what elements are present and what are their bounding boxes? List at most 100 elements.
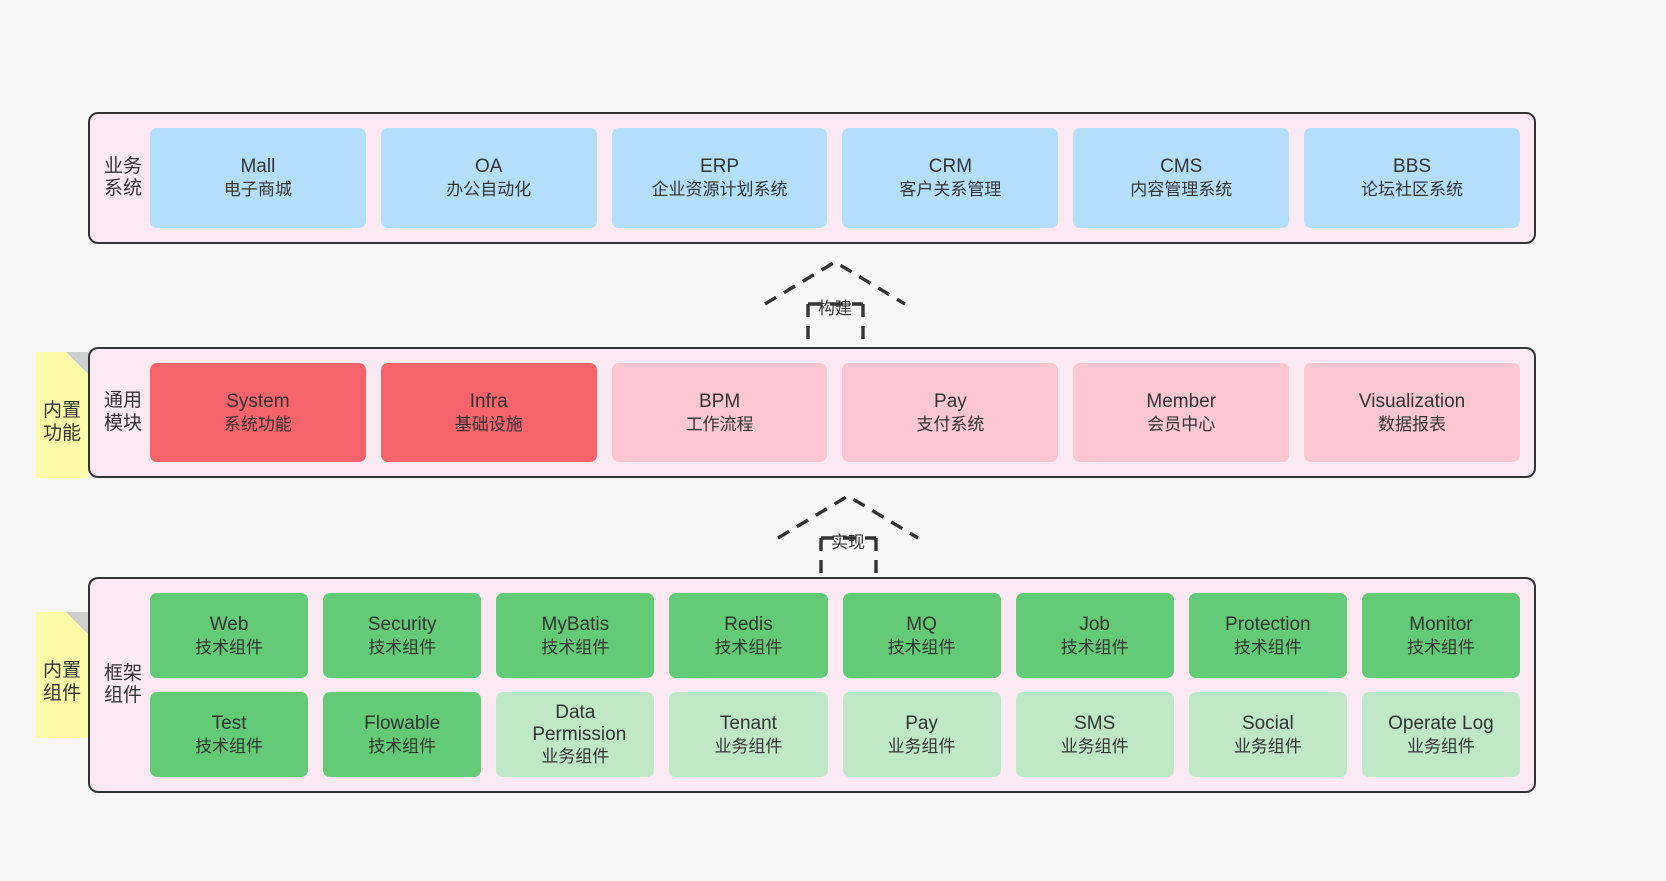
node-data-permission[interactable]: Data Permission 业务组件: [496, 692, 655, 777]
node-mybatis[interactable]: MyBatis 技术组件: [496, 593, 655, 678]
node-erp[interactable]: ERP 企业资源计划系统: [611, 128, 828, 228]
node-pay-business[interactable]: Pay 业务组件: [842, 692, 1001, 777]
node-subtitle: 支付系统: [916, 414, 985, 434]
node-subtitle: 内容管理系统: [1130, 180, 1233, 200]
folded-corner-icon: [66, 612, 88, 634]
layer-body-common-modules: System 系统功能 Infra 基础设施 BPM 工作流程 Pay 支付系统: [144, 349, 1534, 476]
node-flowable[interactable]: Flowable 技术组件: [323, 692, 482, 777]
node-rows: System 系统功能 Infra 基础设施 BPM 工作流程 Pay 支付系统: [150, 349, 1520, 476]
connector-build: 构建: [760, 256, 910, 346]
node-operate-log[interactable]: Operate Log 业务组件: [1361, 692, 1520, 777]
node-member[interactable]: Member 会员中心: [1073, 363, 1290, 462]
node-title: Flowable: [364, 712, 441, 734]
node-subtitle: 业务组件: [1060, 736, 1129, 756]
node-title: System: [226, 390, 290, 412]
node-tenant[interactable]: Tenant 业务组件: [669, 692, 828, 777]
node-subtitle: 技术组件: [1233, 637, 1302, 657]
node-title: Redis: [724, 613, 773, 635]
node-test[interactable]: Test 技术组件: [150, 692, 309, 777]
node-title: Visualization: [1358, 390, 1466, 412]
node-title: Job: [1079, 613, 1110, 635]
node-social[interactable]: Social 业务组件: [1188, 692, 1347, 777]
layer-title-common-modules: 通用模块: [103, 390, 142, 434]
sticky-note-text: 内置功能: [42, 400, 81, 444]
node-title: Pay: [905, 712, 938, 734]
node-pay[interactable]: Pay 支付系统: [842, 363, 1059, 462]
node-title: Infra: [469, 390, 508, 412]
layer-body-business-systems: Mall 电子商城 OA 办公自动化 ERP 企业资源计划系统 CRM 客户关系…: [144, 114, 1534, 242]
node-subtitle: 技术组件: [368, 637, 437, 657]
node-system[interactable]: System 系统功能: [150, 363, 366, 462]
layer-business-systems: 业务系统 Mall 电子商城 OA 办公自动化 ERP 企业资源计划系统: [88, 112, 1536, 244]
node-subtitle: 业务组件: [887, 736, 956, 756]
node-infra[interactable]: Infra 基础设施: [380, 363, 597, 462]
node-title: Social: [1241, 712, 1294, 734]
node-subtitle: 技术组件: [195, 736, 264, 756]
node-redis[interactable]: Redis 技术组件: [669, 593, 828, 678]
node-subtitle: 基础设施: [454, 414, 523, 434]
connector-implement: 实现: [773, 490, 923, 580]
node-bpm[interactable]: BPM 工作流程: [611, 363, 828, 462]
sticky-note-builtin-features: 内置功能: [36, 352, 88, 478]
node-cms[interactable]: CMS 内容管理系统: [1073, 128, 1290, 228]
node-title: ERP: [700, 156, 740, 178]
node-subtitle: 技术组件: [1406, 637, 1475, 657]
node-subtitle: 技术组件: [1060, 637, 1129, 657]
node-title: BBS: [1393, 156, 1432, 178]
node-title: Web: [209, 613, 249, 635]
node-oa[interactable]: OA 办公自动化: [380, 128, 597, 228]
node-subtitle: 办公自动化: [446, 180, 532, 200]
sticky-note-builtin-components: 内置组件: [36, 612, 88, 738]
node-subtitle: 客户关系管理: [899, 180, 1002, 200]
node-mq[interactable]: MQ 技术组件: [842, 593, 1001, 678]
node-subtitle: 论坛社区系统: [1361, 180, 1464, 200]
node-title: MQ: [906, 613, 937, 635]
node-row: System 系统功能 Infra 基础设施 BPM 工作流程 Pay 支付系统: [150, 363, 1520, 462]
node-rows: Mall 电子商城 OA 办公自动化 ERP 企业资源计划系统 CRM 客户关系…: [150, 114, 1520, 242]
node-mall[interactable]: Mall 电子商城: [150, 128, 366, 228]
layer-framework-components: 框架组件 Web 技术组件 Security 技术组件 MyBatis 技术组件: [88, 577, 1536, 793]
node-title: MyBatis: [541, 613, 610, 635]
node-title: Security: [367, 613, 437, 635]
node-rows: Web 技术组件 Security 技术组件 MyBatis 技术组件 Redi…: [150, 579, 1520, 791]
node-subtitle: 企业资源计划系统: [651, 180, 788, 200]
node-title: Pay: [934, 390, 967, 412]
node-visualization[interactable]: Visualization 数据报表: [1304, 363, 1520, 462]
node-title: Test: [211, 712, 247, 734]
node-subtitle: 技术组件: [368, 736, 437, 756]
node-web[interactable]: Web 技术组件: [150, 593, 309, 678]
build-arrow-icon: [764, 260, 906, 344]
node-title: Data Permission: [532, 702, 627, 746]
node-subtitle: 业务组件: [541, 746, 610, 766]
node-title: CMS: [1160, 156, 1203, 178]
node-sms[interactable]: SMS 业务组件: [1015, 692, 1174, 777]
connector-label-build: 构建: [818, 299, 852, 318]
node-job[interactable]: Job 技术组件: [1015, 593, 1174, 678]
implement-arrow-icon: [777, 494, 919, 578]
node-bbs[interactable]: BBS 论坛社区系统: [1304, 128, 1520, 228]
node-monitor[interactable]: Monitor 技术组件: [1361, 593, 1520, 678]
node-title: Tenant: [719, 712, 777, 734]
node-subtitle: 技术组件: [541, 637, 610, 657]
node-title: BPM: [698, 390, 741, 412]
layer-title-business-systems: 业务系统: [103, 155, 142, 199]
node-subtitle: 业务组件: [714, 736, 783, 756]
node-security[interactable]: Security 技术组件: [323, 593, 482, 678]
node-crm[interactable]: CRM 客户关系管理: [842, 128, 1059, 228]
layer-title-framework-components: 框架组件: [103, 662, 142, 706]
node-protection[interactable]: Protection 技术组件: [1188, 593, 1347, 678]
node-subtitle: 技术组件: [714, 637, 783, 657]
node-title: Operate Log: [1388, 712, 1494, 734]
sticky-note-text: 内置组件: [42, 660, 81, 704]
layer-common-modules: 通用模块 System 系统功能 Infra 基础设施 BPM 工作流程: [88, 347, 1536, 478]
node-title: CRM: [928, 156, 973, 178]
node-subtitle: 业务组件: [1406, 736, 1475, 756]
node-subtitle: 会员中心: [1147, 414, 1216, 434]
node-subtitle: 技术组件: [195, 637, 264, 657]
node-subtitle: 技术组件: [887, 637, 956, 657]
node-title: Protection: [1225, 613, 1311, 635]
node-subtitle: 电子商城: [223, 180, 292, 200]
connector-label-implement: 实现: [831, 533, 865, 552]
folded-corner-icon: [66, 352, 88, 374]
